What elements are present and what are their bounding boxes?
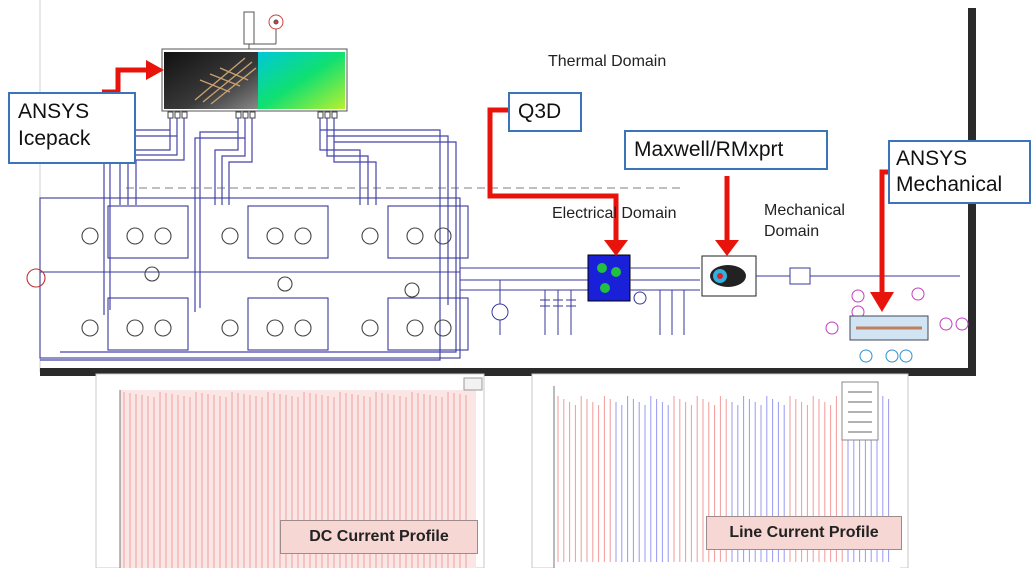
- dc-plot-title: DC Current Profile: [280, 520, 478, 554]
- q3d-callout: Q3D: [508, 92, 582, 132]
- icepack-thermal-model: [161, 48, 348, 112]
- line-plot-title: Line Current Profile: [706, 516, 902, 550]
- arrow-heads: [146, 60, 894, 312]
- inverter-schematic: [26, 197, 600, 359]
- mechanical-domain-label: Mechanical Domain: [764, 202, 845, 240]
- thermal-sensors: [243, 11, 284, 49]
- maxwell-callout: Maxwell/RMxprt: [624, 130, 828, 170]
- rlc-network: [491, 267, 700, 335]
- callout-arrows: [102, 67, 890, 296]
- mechanical-callout: ANSYS Mechanical: [888, 140, 1031, 204]
- maxwell-motor-block: [701, 255, 757, 297]
- q3d-arrow: [487, 107, 619, 244]
- thermal-pins: [167, 111, 338, 119]
- icepack-callout: ANSYS Icepack: [8, 92, 136, 164]
- thermal-domain-label: Thermal Domain: [548, 53, 667, 70]
- icepack-arrow: [102, 67, 148, 95]
- q3d-block: [587, 254, 631, 302]
- electrical-domain-label: Electrical Domain: [552, 205, 677, 222]
- mechanical-arrow: [879, 169, 890, 296]
- thermal-wires: [40, 118, 457, 361]
- mechanical-load: [756, 267, 969, 363]
